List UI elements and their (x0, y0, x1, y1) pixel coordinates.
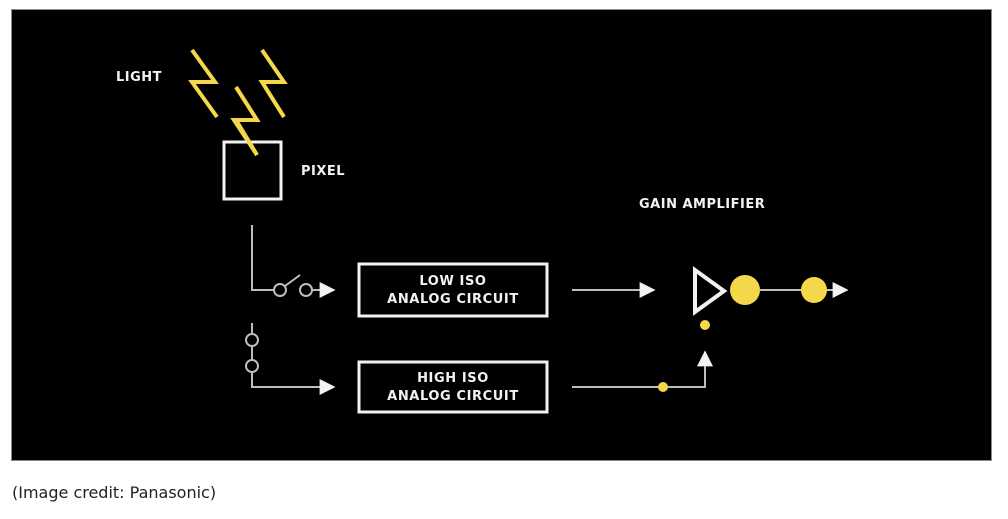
switch-contact-icon (299, 283, 313, 297)
light-label: LIGHT (116, 70, 162, 85)
switch-lever-icon (284, 274, 301, 287)
gain-amplifier-label: GAIN AMPLIFIER (639, 197, 765, 212)
high-iso-label-line1: HIGH ISO (417, 371, 489, 386)
switch-contact-icon (245, 359, 259, 373)
low-iso-label-line2: ANALOG CIRCUIT (387, 292, 519, 307)
signal-dot-icon (658, 382, 668, 392)
switch-contact-icon (273, 283, 287, 297)
lightning-bolt-icon (258, 48, 288, 119)
lightning-bolt-tip (234, 118, 259, 157)
pixel-wire (251, 225, 274, 291)
high-iso-output-wire (572, 350, 713, 388)
signal-dot-icon (801, 277, 827, 303)
pixel-label: PIXEL (301, 164, 345, 179)
switch-contact-icon (245, 333, 259, 347)
iso-circuit-diagram: LIGHT PIXEL (116, 48, 849, 414)
gain-control-dot-icon (700, 320, 710, 330)
lightning-bolt-icon (188, 48, 219, 119)
signal-dot-icon (730, 275, 760, 305)
low-iso-circuit-box: LOW ISO ANALOG CIRCUIT (357, 262, 549, 318)
high-iso-input-arrow (251, 372, 336, 395)
diagram-panel: LIGHT PIXEL (11, 9, 992, 461)
low-iso-label-line1: LOW ISO (419, 274, 486, 289)
high-iso-label-line2: ANALOG CIRCUIT (387, 389, 519, 404)
high-iso-circuit-box: HIGH ISO ANALOG CIRCUIT (357, 360, 549, 414)
image-caption: (Image credit: Panasonic) (12, 483, 217, 502)
pixel-square-icon (222, 140, 283, 201)
amplifier-triangle-icon (693, 266, 728, 316)
